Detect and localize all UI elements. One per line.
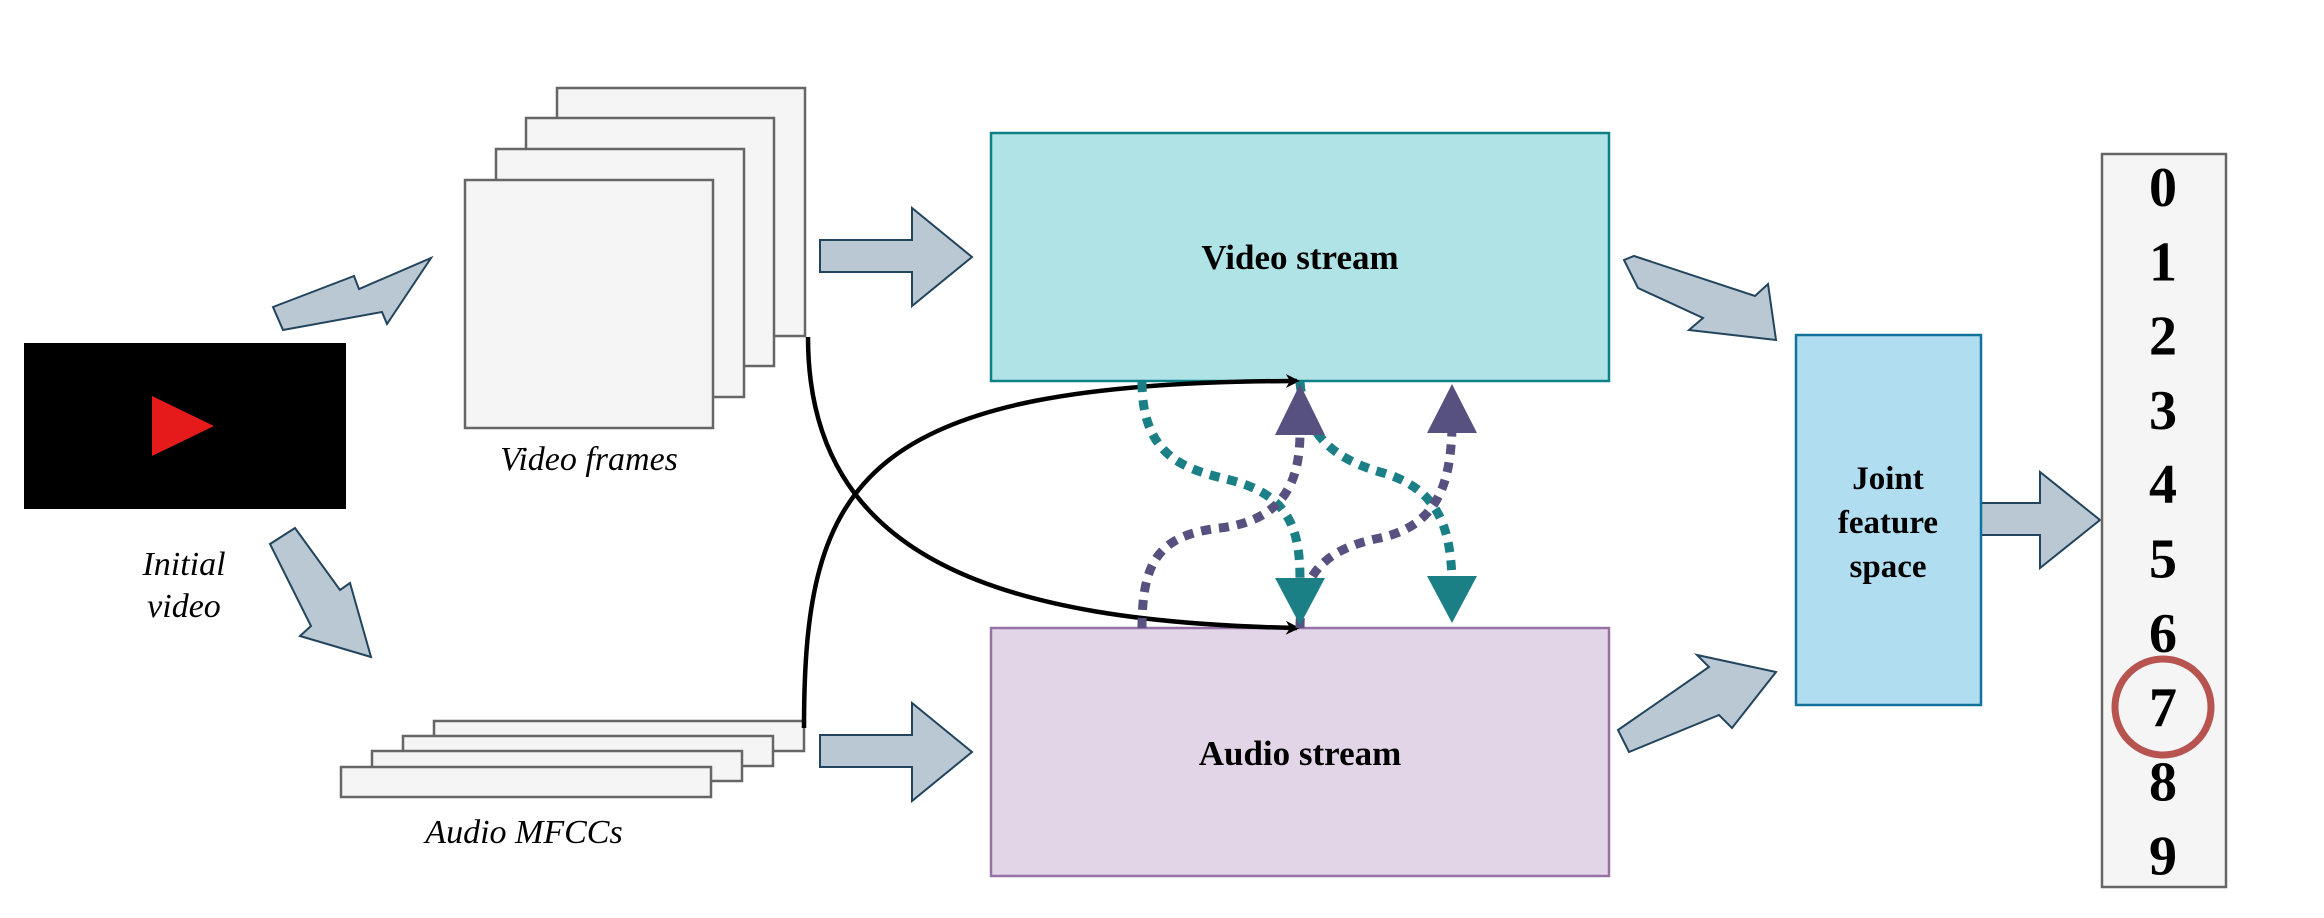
digits-group: 0 1 2 3 4 5 6 7 8 9 <box>2149 157 2177 888</box>
arrow-joint-to-digits <box>1980 469 2102 571</box>
teal-arrowhead-1 <box>1275 578 1325 625</box>
video-frames-label: Video frames <box>500 441 678 478</box>
teal-dotted-1 <box>1137 381 1305 581</box>
arrow-mfccs-to-audio-stream <box>819 700 974 804</box>
initial-video-label-line1: Initial <box>141 546 225 583</box>
purple-dotted-2 <box>1295 429 1457 629</box>
digits-column <box>2100 152 2228 889</box>
joint-label-line3: space <box>1850 549 1927 585</box>
highlight-circle <box>2111 655 2215 759</box>
audio-stream-box <box>989 626 1611 878</box>
joint-label-line2: feature <box>1838 505 1938 541</box>
arrow-video-stream-to-joint <box>1622 254 1778 342</box>
audio-mfccs-stack <box>339 719 806 799</box>
purple-arrowhead-1 <box>1275 384 1325 435</box>
audio-mfccs-label: Audio MFCCs <box>423 814 622 851</box>
digit-3: 3 <box>2149 380 2177 442</box>
digit-0: 0 <box>2149 157 2177 219</box>
teal-arrowhead-2 <box>1427 576 1477 623</box>
purple-arrowhead-2 <box>1427 384 1477 433</box>
digit-2: 2 <box>2149 306 2177 368</box>
digit-9: 9 <box>2149 826 2177 888</box>
arrow-frames-to-video-stream <box>819 205 974 309</box>
video-stream-label: Video stream <box>1201 238 1398 277</box>
curve-mfccs-to-video-stream <box>801 374 1300 729</box>
initial-video-label-line2: video <box>147 588 221 625</box>
audio-stream-label: Audio stream <box>1199 734 1402 773</box>
joint-label-line1: Joint <box>1852 461 1924 497</box>
digit-1: 1 <box>2149 231 2177 293</box>
digit-6: 6 <box>2149 603 2177 665</box>
teal-dotted-2 <box>1295 381 1457 579</box>
video-frames-stack <box>463 86 807 430</box>
digit-4: 4 <box>2149 454 2177 516</box>
digit-5: 5 <box>2149 529 2177 591</box>
joint-feature-space-box <box>1794 333 1983 707</box>
initial-video-thumbnail <box>24 343 346 509</box>
arrow-video-to-mfccs <box>268 526 373 659</box>
purple-dotted-1 <box>1137 431 1305 629</box>
digit-8: 8 <box>2149 751 2177 813</box>
digit-7: 7 <box>2149 677 2177 739</box>
arrow-video-to-frames <box>271 255 434 332</box>
play-icon <box>152 396 214 456</box>
curve-frames-to-audio-stream <box>805 336 1300 635</box>
video-stream-box <box>989 131 1611 383</box>
arrow-audio-stream-to-joint <box>1616 653 1778 754</box>
